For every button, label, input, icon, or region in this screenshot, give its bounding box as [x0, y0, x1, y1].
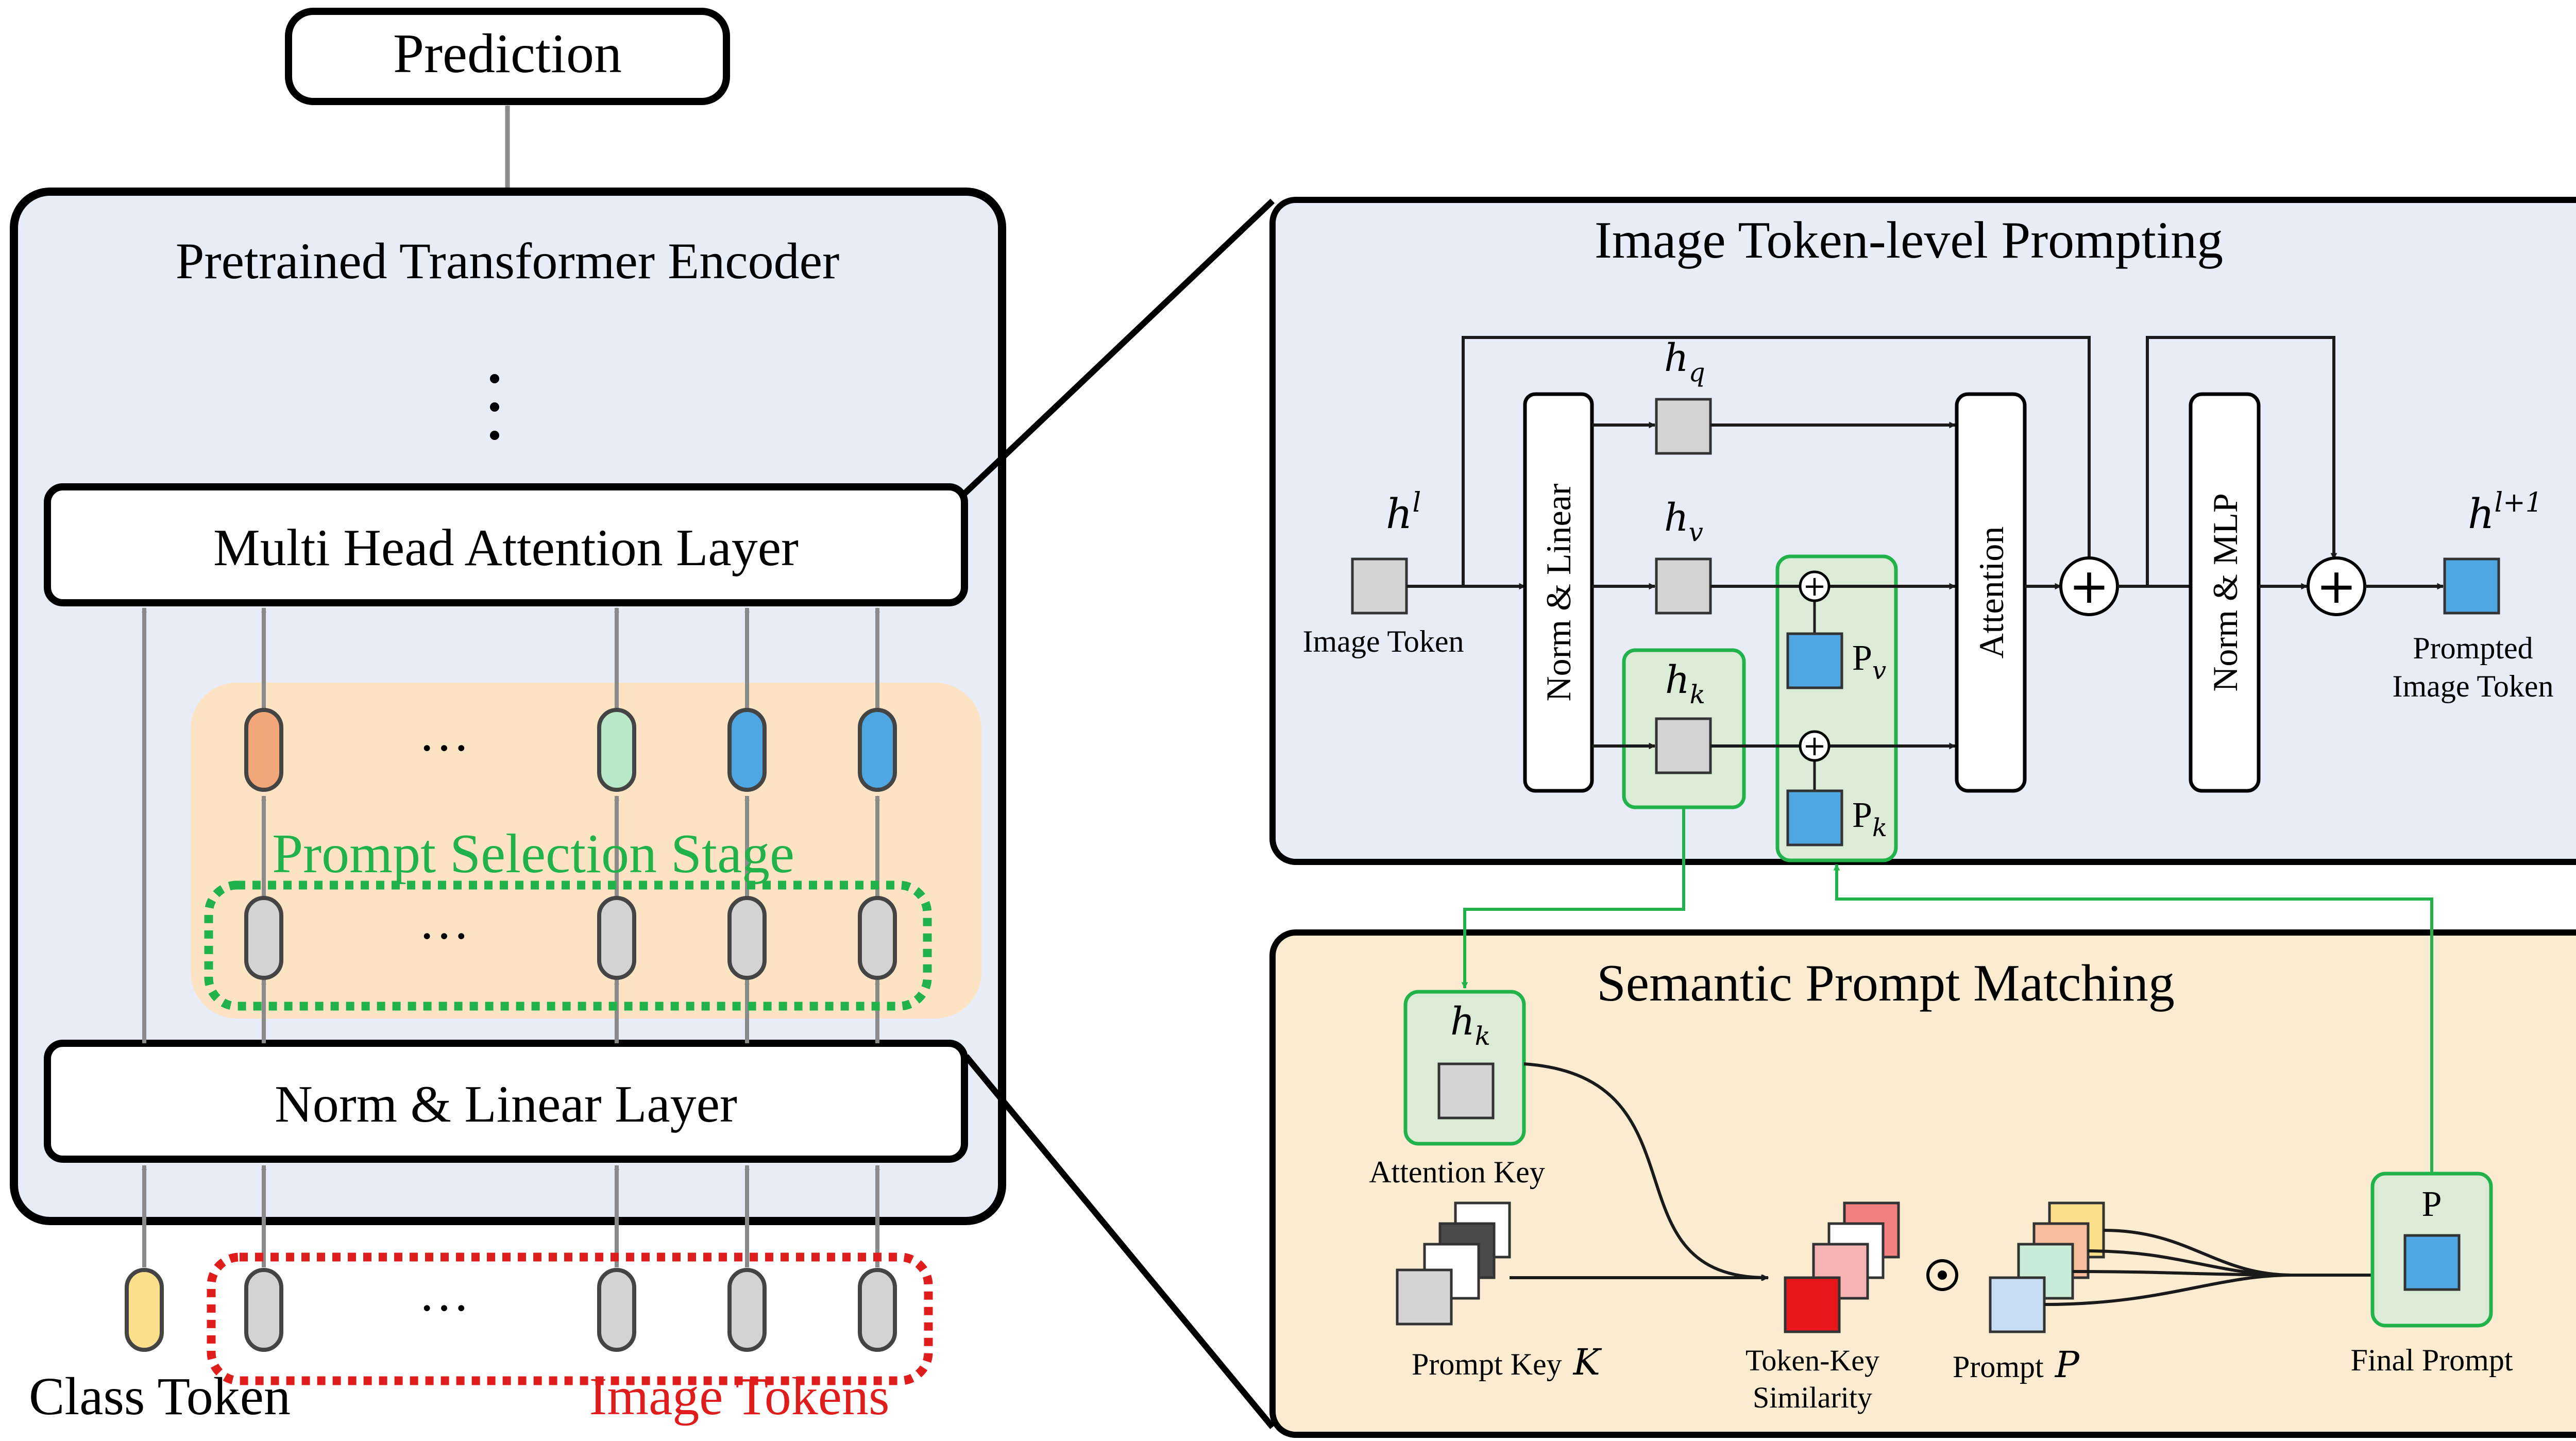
- mha-layer-label: Multi Head Attention Layer: [213, 519, 799, 577]
- prompt-key-stack: [1396, 1201, 1511, 1326]
- attention-label: Attention: [1972, 527, 2011, 659]
- image-token-square: [1351, 557, 1408, 615]
- similarity-label-line2: Similarity: [1753, 1381, 1872, 1414]
- similarity-label-line1: Token-Key: [1745, 1344, 1879, 1377]
- hv-label: hv: [1664, 496, 1703, 547]
- image-token-3: [727, 1268, 767, 1352]
- prediction-label: Prediction: [393, 23, 622, 84]
- prompted-label-line1: Prompted: [2413, 631, 2533, 665]
- itp-box: [1269, 197, 2576, 865]
- svg-text:+: +: [1803, 570, 1826, 602]
- skip-connection-2: [2146, 336, 2337, 586]
- image-tokens-label: Image Tokens: [589, 1367, 890, 1426]
- svg-text:+: +: [2316, 558, 2357, 615]
- image-token-level-prompting-panel: Image Token-level Prompting hl Image Tok…: [1269, 197, 2576, 865]
- itp-norm-linear-box: [1523, 392, 1594, 793]
- output-label: hl+1: [2468, 487, 2543, 538]
- selection-tokens-ellipsis: ···: [418, 907, 470, 964]
- pk-square: [1786, 789, 1843, 846]
- image-tokens-ellipsis: ···: [418, 1279, 470, 1336]
- pk-add-node: [1799, 730, 1831, 762]
- selection-token-1: [244, 896, 283, 980]
- attention-key-label: Attention Key: [1369, 1155, 1545, 1189]
- image-token-1: [244, 1268, 283, 1352]
- prompted-token-orange: [244, 708, 283, 792]
- selection-token-2: [597, 896, 636, 980]
- svg-text:+: +: [1803, 730, 1826, 762]
- prompted-label-line2: Image Token: [2393, 669, 2554, 703]
- norm-mlp-label: Norm & MLP: [2206, 493, 2245, 691]
- itp-title: Image Token-level Prompting: [1595, 211, 2223, 269]
- attention-key-hk-label: hk: [1450, 999, 1490, 1051]
- class-token-label: Class Token: [29, 1367, 291, 1426]
- prompted-token-mint: [597, 708, 636, 792]
- itp-norm-linear-label: Norm & Linear: [1539, 483, 1578, 701]
- similarity-stack: [1784, 1201, 1900, 1333]
- attention-key-to-similarity-curve: [1523, 1062, 1768, 1281]
- prediction-box: [285, 8, 730, 105]
- attention-key-square: [1437, 1062, 1495, 1120]
- prompt-stack: [1989, 1201, 2105, 1333]
- zoom-line-top: [961, 198, 1275, 497]
- selection-token-3: [727, 896, 767, 980]
- token-arrows: [142, 607, 880, 1267]
- hq-label: hq: [1664, 336, 1705, 387]
- norm-linear-layer-label: Norm & Linear Layer: [275, 1075, 737, 1133]
- pv-square: [1786, 632, 1843, 689]
- image-token-2: [597, 1268, 636, 1352]
- hk-square: [1655, 717, 1712, 774]
- encoder-title: Pretrained Transformer Encoder: [176, 232, 840, 290]
- spm-box: [1269, 929, 2576, 1438]
- pv-add-node: [1799, 570, 1831, 602]
- zoom-line-bottom: [963, 1054, 1275, 1429]
- prompt-selection-bg: [191, 683, 981, 1019]
- prompt-selection-label: Prompt Selection Stage: [272, 823, 794, 885]
- prompted-token-blue-2: [858, 708, 897, 792]
- hl-label: hl: [1386, 487, 1421, 538]
- svg-text:+: +: [2069, 558, 2110, 615]
- hq-square: [1655, 398, 1712, 455]
- image-token-4: [858, 1268, 897, 1352]
- pk-label: Pk: [1852, 795, 1887, 842]
- final-prompt-P-label: P: [2422, 1184, 2442, 1224]
- left-panel: Prediction Pretrained Transformer Encode…: [10, 8, 1006, 1426]
- norm-mlp-box: [2189, 392, 2261, 793]
- final-prompt-square: [2403, 1234, 2461, 1291]
- spm-title: Semantic Prompt Matching: [1597, 954, 2175, 1012]
- vertical-ellipsis: [490, 374, 499, 440]
- prompt-selection-dotted-box: [204, 880, 932, 1011]
- image-tokens-dotted-box: [207, 1252, 933, 1385]
- mha-layer-box: [44, 483, 968, 606]
- hk-label: hk: [1665, 658, 1705, 709]
- selection-token-4: [858, 896, 897, 980]
- attention-box: [1955, 392, 2027, 793]
- prompted-token-square: [2443, 557, 2500, 615]
- final-prompt-label: Final Prompt: [2350, 1343, 2513, 1377]
- class-token: [125, 1268, 164, 1352]
- hadamard-product-icon: [1926, 1259, 1958, 1291]
- prompt-merge-curves: [2044, 1229, 2293, 1306]
- image-token-label: Image Token: [1303, 624, 1464, 658]
- final-prompt-to-prompt-box-connector: [1833, 863, 2433, 1174]
- prompted-token-blue-1: [727, 708, 767, 792]
- hv-square: [1655, 557, 1712, 615]
- hk-to-attention-key-connector: [1461, 807, 1685, 989]
- prompted-tokens-ellipsis: ···: [418, 719, 470, 776]
- norm-linear-layer-box: [44, 1040, 968, 1163]
- skip-connection-1: [1462, 336, 2093, 587]
- pv-label: Pv: [1852, 638, 1886, 685]
- semantic-prompt-matching-panel: Semantic Prompt Matching hk Attention Ke…: [1269, 929, 2576, 1438]
